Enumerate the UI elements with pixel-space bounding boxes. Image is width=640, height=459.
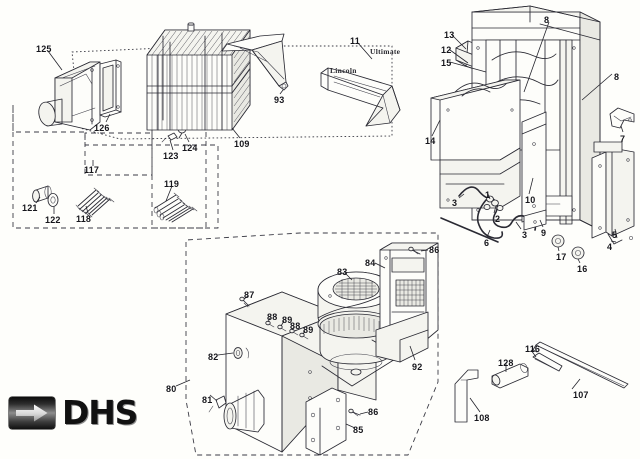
- callout-128: 128: [498, 358, 514, 368]
- part-126-filter-frame: [99, 59, 122, 118]
- part-128-sleeve: [491, 363, 529, 389]
- callout-3-right: 3: [522, 230, 528, 240]
- callout-4: 4: [607, 242, 613, 252]
- brand-label-ultimate: Ultimate: [370, 47, 401, 56]
- callout-3-left: 3: [452, 198, 458, 208]
- callout-14: 14: [425, 136, 436, 146]
- brand-label-lincoln: Lincoln: [330, 66, 357, 75]
- part-10-inner-side-panel: [521, 111, 547, 223]
- callout-122: 122: [45, 215, 61, 225]
- group-outline-80: [185, 232, 439, 456]
- part-107-long-rod: [532, 341, 629, 389]
- callout-107: 107: [573, 390, 589, 400]
- callout-81: 81: [202, 395, 213, 405]
- callout-86-bottom: 86: [368, 407, 379, 417]
- duct-outlet-collar: [223, 389, 265, 433]
- callout-116: 116: [525, 344, 541, 354]
- parts-4-5-side-covers: [591, 141, 635, 245]
- callout-124: 124: [182, 143, 198, 153]
- callout-11: 11: [350, 36, 360, 46]
- callout-6: 6: [484, 238, 490, 248]
- callout-80: 80: [166, 384, 177, 394]
- part-86-screw-top: [408, 246, 421, 255]
- logo-wordmark: DHS: [62, 393, 138, 432]
- callout-92: 92: [412, 362, 423, 372]
- callout-86-top: 86: [429, 245, 440, 255]
- part-7-angle-bracket: [609, 107, 635, 129]
- part-9-bottom-rail: [523, 209, 547, 231]
- callout-1: 1: [485, 190, 491, 200]
- callout-121: 121: [22, 203, 38, 213]
- callout-13: 13: [444, 30, 455, 40]
- callout-83: 83: [337, 267, 348, 277]
- dhs-logo: DHS: [9, 393, 138, 432]
- callout-125: 125: [36, 44, 52, 54]
- arrow-right-icon: [16, 404, 48, 421]
- part-14-front-panel: [430, 79, 521, 209]
- part-122-grommet: [47, 193, 59, 207]
- callout-93: 93: [274, 95, 285, 105]
- callout-84: 84: [365, 258, 376, 268]
- part-86-screw-bottom: [348, 408, 361, 417]
- callout-88-b: 88: [290, 321, 301, 331]
- callout-85: 85: [353, 425, 364, 435]
- callout-5: 5: [612, 230, 618, 240]
- callout-9: 9: [541, 228, 547, 238]
- callout-119: 119: [164, 179, 180, 189]
- callout-8-right: 8: [614, 72, 620, 82]
- callout-7: 7: [620, 134, 626, 144]
- callout-88-a: 88: [267, 312, 278, 322]
- group-outline-117: [12, 104, 219, 229]
- callout-126: 126: [94, 123, 110, 133]
- callout-117: 117: [84, 165, 100, 175]
- logo-mark: [9, 396, 55, 429]
- callout-87: 87: [244, 290, 255, 300]
- callout-16: 16: [577, 264, 588, 274]
- callout-2: 2: [495, 214, 501, 224]
- part-11-lincoln-trim: [320, 67, 401, 127]
- callout-8-top: 8: [544, 15, 550, 25]
- parts-1-2-3-6-gas-tubing: [440, 186, 537, 243]
- part-108-formed-bracket: [454, 369, 479, 423]
- part-109-heat-exchanger-core: [146, 22, 251, 131]
- callout-12: 12: [441, 45, 452, 55]
- callout-89-a: 89: [282, 315, 293, 325]
- callout-109: 109: [234, 139, 250, 149]
- part-119-screw-bundle: [153, 192, 198, 223]
- callout-82: 82: [208, 352, 219, 362]
- callout-17: 17: [556, 252, 567, 262]
- callout-10: 10: [525, 195, 536, 205]
- callout-123: 123: [163, 151, 179, 161]
- part-116-short-rod: [532, 352, 563, 372]
- part-118-screw-bundle: [75, 187, 115, 218]
- callout-118: 118: [76, 214, 92, 224]
- part-92-side-deflector: [375, 311, 429, 363]
- leader-lines: [35, 21, 624, 429]
- part-85-mounting-bracket: [305, 387, 347, 456]
- callout-89-b: 89: [303, 325, 314, 335]
- part-93-burner-tube: [221, 33, 289, 91]
- parts-88-89-screws: [265, 320, 309, 340]
- part-83-blower-motor: [317, 271, 401, 387]
- part-17-grommet: [551, 234, 565, 248]
- callout-15: 15: [441, 58, 452, 68]
- part-84-front-grille-door: [379, 242, 439, 341]
- part-16-grommet: [571, 246, 585, 260]
- part-125-blower-housing: [38, 61, 101, 131]
- callout-108: 108: [474, 413, 490, 423]
